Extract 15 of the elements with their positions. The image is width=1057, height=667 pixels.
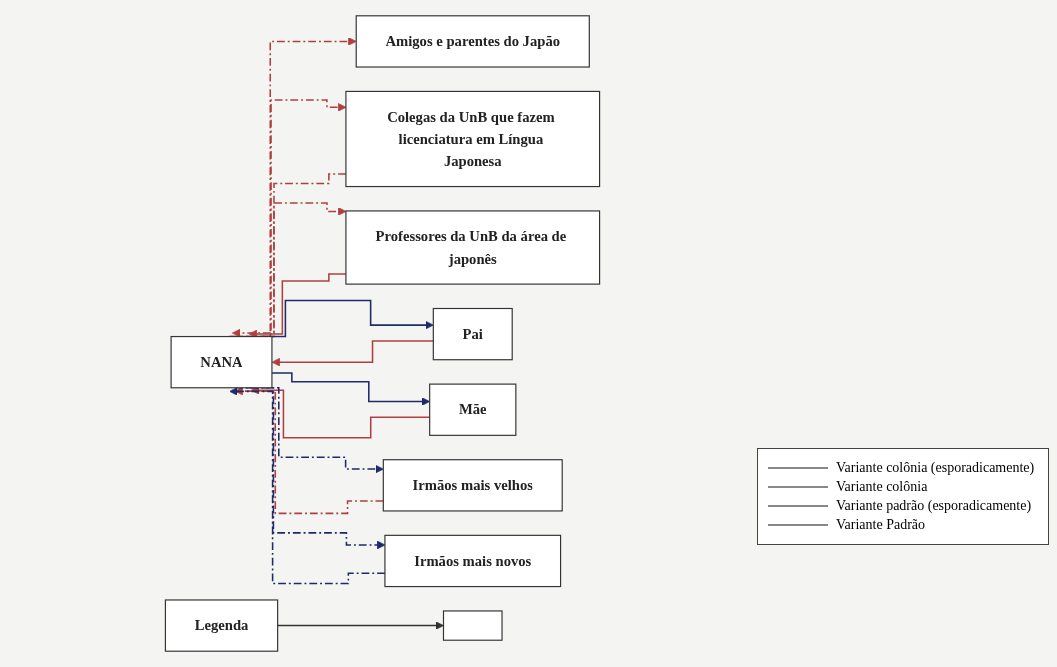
node-box: Irmãos mais velhos [382, 459, 563, 512]
node-box: NANA [170, 335, 273, 389]
node-box: Mãe [429, 383, 517, 436]
node-box: Amigos e parentes do Japão [355, 15, 590, 68]
node-box: Irmãos mais novos [384, 534, 562, 588]
legend-text: Variante colônia (esporadicamente) [836, 460, 1035, 476]
node-box: Colegas da UnB que fazem licenciatura em Língua Japonesa [345, 90, 601, 188]
node-box [442, 610, 503, 641]
legend-text: Variante colônia [836, 479, 928, 495]
node-box: Professores da UnB da área de japonês [345, 210, 601, 285]
node-box: Legenda [164, 599, 279, 652]
legend-text: Variante padrão (esporadicamente) [836, 498, 1032, 514]
node-box: Pai [432, 307, 513, 361]
legend-text: Variante Padrão [836, 517, 926, 533]
arrow [231, 173, 347, 338]
